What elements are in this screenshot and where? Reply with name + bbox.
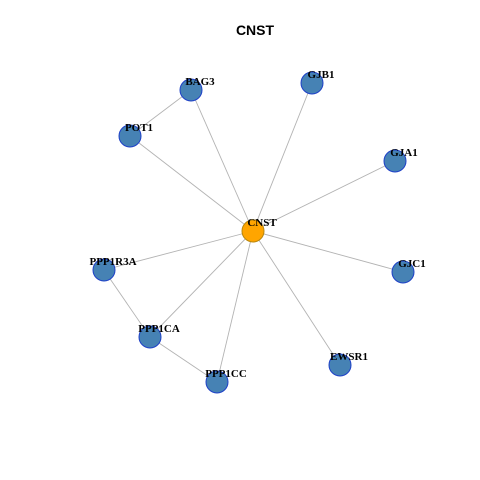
node-circle[interactable] — [92, 258, 116, 282]
node-circle[interactable] — [118, 124, 142, 148]
node-label: GJB1 — [308, 69, 335, 81]
diagram-title: CNST — [236, 22, 275, 38]
edge-cnst-gja1 — [252, 160, 396, 232]
node-gjc1[interactable]: GJC1 — [391, 258, 426, 284]
edge-cnst-gjb1 — [252, 82, 313, 232]
node-circle[interactable] — [391, 260, 415, 284]
node-gjb1[interactable]: GJB1 — [300, 69, 335, 95]
edge-cnst-bag3 — [190, 89, 254, 232]
node-ppp1r3a[interactable]: PPP1R3A — [89, 256, 137, 282]
edge-bag3-pot1 — [129, 89, 192, 137]
node-label: GJA1 — [390, 147, 418, 159]
node-label: PPP1CA — [138, 323, 180, 335]
edge-cnst-ppp1ca — [149, 230, 254, 338]
edge-cnst-ppp1cc — [216, 230, 254, 383]
edge-ppp1ca-ppp1cc — [149, 336, 218, 383]
node-circle[interactable] — [205, 370, 229, 394]
edge-layer — [103, 82, 404, 383]
node-label: BAG3 — [185, 76, 215, 88]
node-circle[interactable] — [138, 325, 162, 349]
node-label: GJC1 — [398, 258, 426, 270]
node-pot1[interactable]: POT1 — [118, 122, 153, 148]
node-cnst[interactable]: CNST — [241, 217, 277, 243]
node-label: POT1 — [125, 122, 153, 134]
node-label: CNST — [247, 217, 277, 229]
edge-cnst-pot1 — [129, 135, 254, 232]
edge-cnst-gjc1 — [252, 230, 404, 273]
edge-cnst-ewsr1 — [252, 230, 341, 366]
node-circle[interactable] — [300, 71, 324, 95]
node-ewsr1[interactable]: EWSR1 — [328, 351, 368, 377]
node-label: PPP1R3A — [89, 256, 136, 268]
node-circle[interactable] — [179, 78, 203, 102]
node-gja1[interactable]: GJA1 — [383, 147, 418, 173]
node-circle[interactable] — [241, 219, 265, 243]
node-label: PPP1CC — [205, 368, 247, 380]
node-label: EWSR1 — [330, 351, 368, 363]
edge-cnst-ppp1r3a — [103, 230, 254, 271]
node-ppp1ca[interactable]: PPP1CA — [138, 323, 180, 349]
node-bag3[interactable]: BAG3 — [179, 76, 215, 102]
node-ppp1cc[interactable]: PPP1CC — [205, 368, 247, 394]
node-circle[interactable] — [383, 149, 407, 173]
node-circle[interactable] — [328, 353, 352, 377]
edge-ppp1r3a-ppp1ca — [103, 269, 151, 338]
